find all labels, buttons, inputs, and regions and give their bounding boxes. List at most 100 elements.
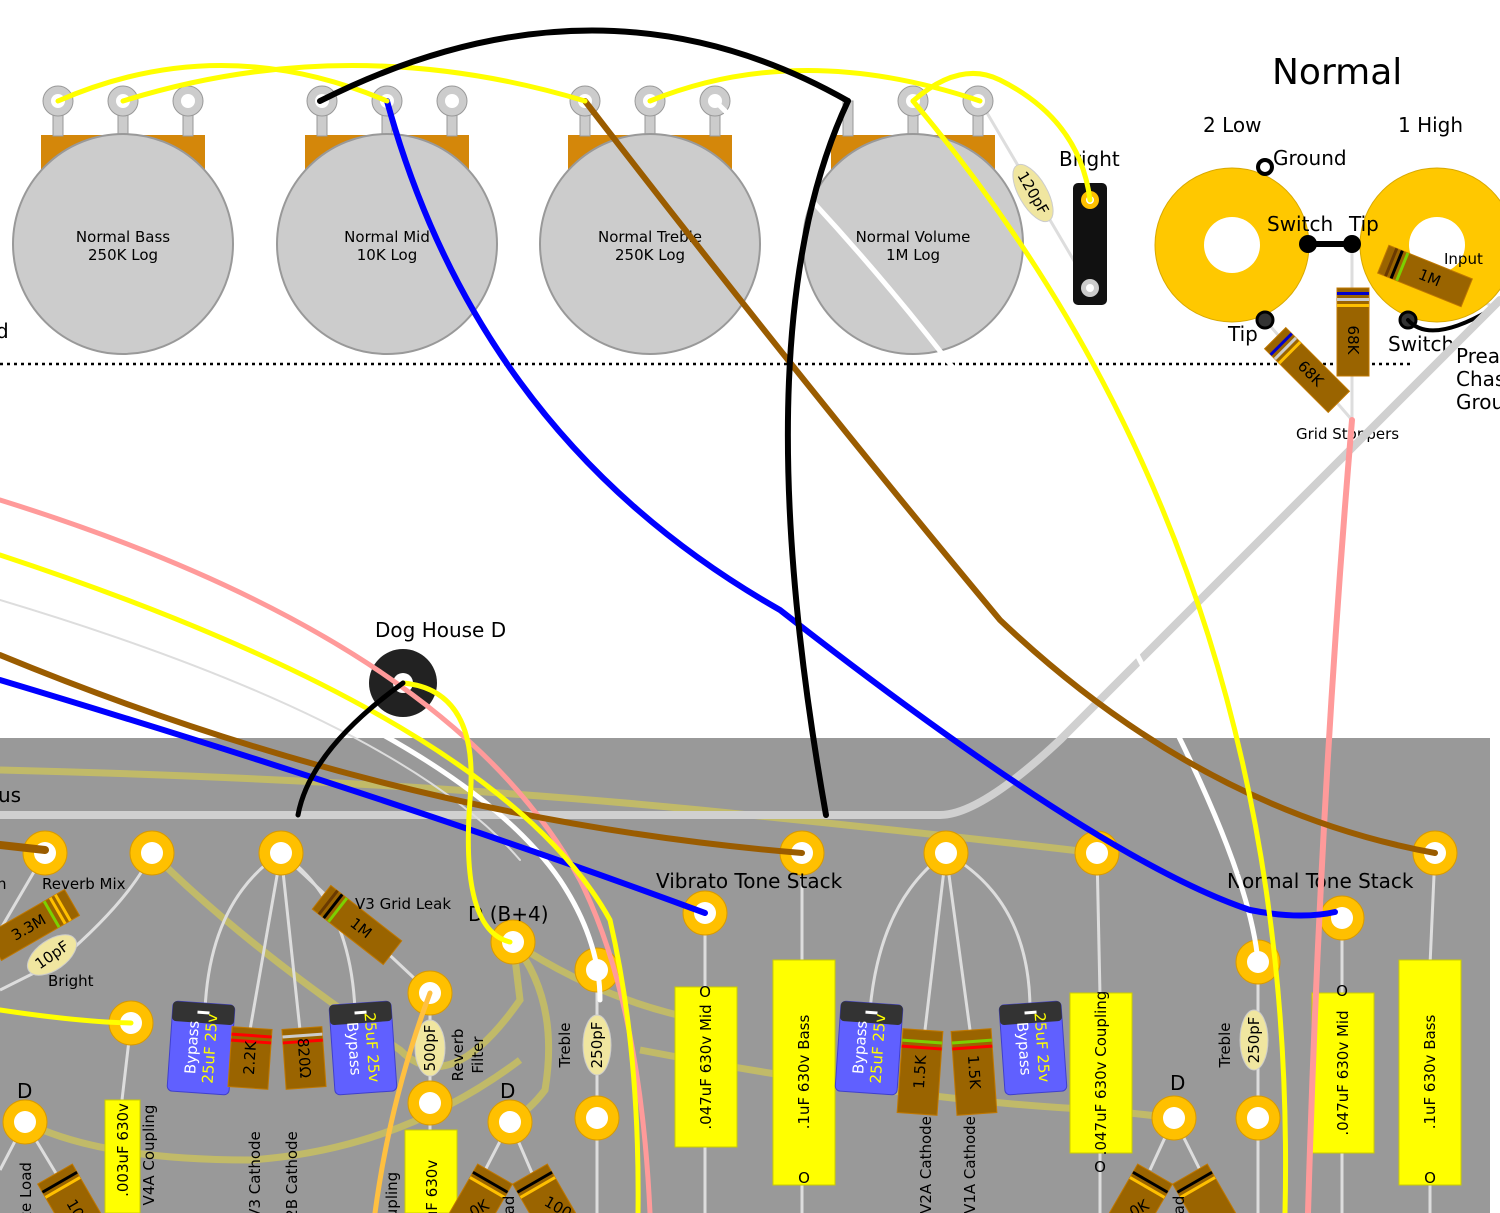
- polarity-mark: O: [1336, 982, 1348, 1000]
- cap-label: Bypass: [849, 1020, 871, 1075]
- dog-house-label: Dog House D: [375, 618, 506, 642]
- ground-label: Ground: [1273, 146, 1347, 170]
- v4a-coupling-label: V4A Coupling: [140, 1105, 158, 1206]
- polarity-mark: O: [699, 983, 711, 1001]
- eyelet-hole: [270, 842, 292, 864]
- coupling-label: upling: [383, 1172, 401, 1213]
- eyelet-hole: [1086, 842, 1108, 864]
- plate-load-label: te Load: [17, 1162, 35, 1213]
- v1a-cathode-label: V1A Cathode: [961, 1116, 979, 1213]
- polarity-mark: O: [1094, 1158, 1106, 1176]
- bright-switch[interactable]: [1073, 183, 1107, 305]
- wire-blue: [0, 677, 708, 916]
- resistor-value: 820Ω: [294, 1037, 315, 1078]
- resistor-plate-load-a: 100: [36, 1163, 109, 1213]
- v2b-cathode-label: 2B Cathode: [283, 1131, 301, 1213]
- v3-cathode-label: V3 Cathode: [246, 1131, 264, 1213]
- wire-black: [295, 680, 406, 818]
- cap-label: Bypass: [1013, 1021, 1035, 1076]
- wire-black: [784, 98, 851, 818]
- pot-value: 1M Log: [886, 246, 940, 264]
- cut-off-label: d: [0, 319, 9, 343]
- pot-value: 250K Log: [88, 246, 158, 264]
- resistor-plate-load-d: 0K: [1101, 1163, 1174, 1213]
- pot-value: 10K Log: [357, 246, 417, 264]
- wire-brown: [0, 841, 49, 854]
- switch-label: Switch: [1267, 212, 1333, 236]
- wire-yellow: [0, 552, 641, 1213]
- resistor-plate-load-c: 100: [511, 1163, 584, 1213]
- ground-bus-wire: [0, 296, 1500, 819]
- board-resistors: 2.2K 820Ω 1.5K 1.5K 1M 3.3M 10pF 500pF 2…: [0, 884, 1269, 1213]
- resistor-value: 1.5K: [964, 1055, 984, 1091]
- pot-name: Normal Treble: [598, 228, 702, 246]
- tip-label: Tip: [1227, 322, 1258, 346]
- resistor-1k5-v1a: 1.5K: [950, 1028, 998, 1116]
- wire-orange: [372, 990, 433, 1213]
- eyelet-hole: [1163, 1107, 1185, 1129]
- cap-value: .1uF 630v Bass: [795, 1015, 813, 1130]
- d-label: D: [1170, 1071, 1185, 1095]
- pot-name: Normal Volume: [856, 228, 971, 246]
- eyelet-hole: [502, 931, 524, 953]
- eyelet-hole: [141, 842, 163, 864]
- wire-white: [0, 599, 521, 861]
- resistor-2k2: 2.2K: [227, 1026, 273, 1090]
- cap-500pf: 500pF: [414, 1019, 446, 1077]
- treble-label: Treble: [556, 1023, 574, 1069]
- d-label: D: [500, 1079, 515, 1103]
- cap-value: .1uF 630v Bass: [1421, 1015, 1439, 1130]
- v3-grid-leak-label: V3 Grid Leak: [355, 895, 451, 913]
- pot-normal-volume[interactable]: Normal Volume 1M Log: [802, 85, 1024, 355]
- cap-value: 500pF: [421, 1025, 439, 1072]
- resistor-value: 1.5K: [910, 1053, 930, 1089]
- cap-value: .003uF 630v: [114, 1103, 132, 1197]
- pot-normal-mid[interactable]: Normal Mid 10K Log: [276, 85, 498, 355]
- v2a-cathode-label: V2A Cathode: [917, 1116, 935, 1213]
- eyelet-hole: [499, 1111, 521, 1133]
- wire-yellow: [120, 63, 588, 104]
- wire-yellow: [400, 680, 513, 945]
- resistor-68k-vertical: 68K: [1336, 287, 1370, 377]
- cap-250pf-left: 250pF: [582, 1014, 612, 1076]
- resistor-plate-load-e: [1171, 1163, 1244, 1213]
- pot-normal-treble[interactable]: Normal Treble 250K Log: [539, 85, 761, 355]
- cap-value: .047uF 630v Coupling: [1092, 991, 1110, 1156]
- reverb-mix-label: Reverb Mix: [42, 875, 126, 893]
- cap-value: uF 630v: [423, 1160, 441, 1213]
- wire-pink: [1305, 417, 1355, 1213]
- bright-label: Bright: [48, 972, 94, 990]
- d-label: D: [17, 1079, 32, 1103]
- jack-high-label: 1 High: [1398, 113, 1463, 137]
- input-jacks: [1154, 158, 1500, 333]
- resistor-820: 820Ω: [281, 1026, 327, 1090]
- tip-label: Tip: [1348, 212, 1379, 236]
- pot-value: 250K Log: [615, 246, 685, 264]
- reverb-filter-label: Reverb: [449, 1029, 467, 1082]
- resistor-1k5-v2a: 1.5K: [896, 1028, 944, 1116]
- wire-yellow: [910, 98, 1289, 1213]
- cap-label: Bypass: [343, 1021, 365, 1076]
- eyelet-hole: [419, 1092, 441, 1114]
- wire-blue: [384, 98, 1338, 919]
- pots: Normal Bass 250K Log Normal Mid 10K Log …: [12, 85, 1024, 355]
- wire-yellow: [910, 71, 1093, 203]
- pot-normal-bass[interactable]: Normal Bass 250K Log: [12, 85, 234, 355]
- cap-value: 25uF 25v: [199, 1013, 222, 1084]
- resistor-1m-input: 1M: [1377, 244, 1473, 308]
- wires: [0, 27, 1438, 1213]
- wire-yellow: [55, 63, 390, 104]
- reverb-filter-label: Filter: [469, 1036, 487, 1074]
- cut-off-label: us: [0, 783, 21, 807]
- wire-white: [712, 98, 1261, 965]
- eyelet-hole: [935, 842, 957, 864]
- pot-name: Normal Bass: [76, 228, 170, 246]
- cap-value: 25uF 25v: [867, 1013, 890, 1084]
